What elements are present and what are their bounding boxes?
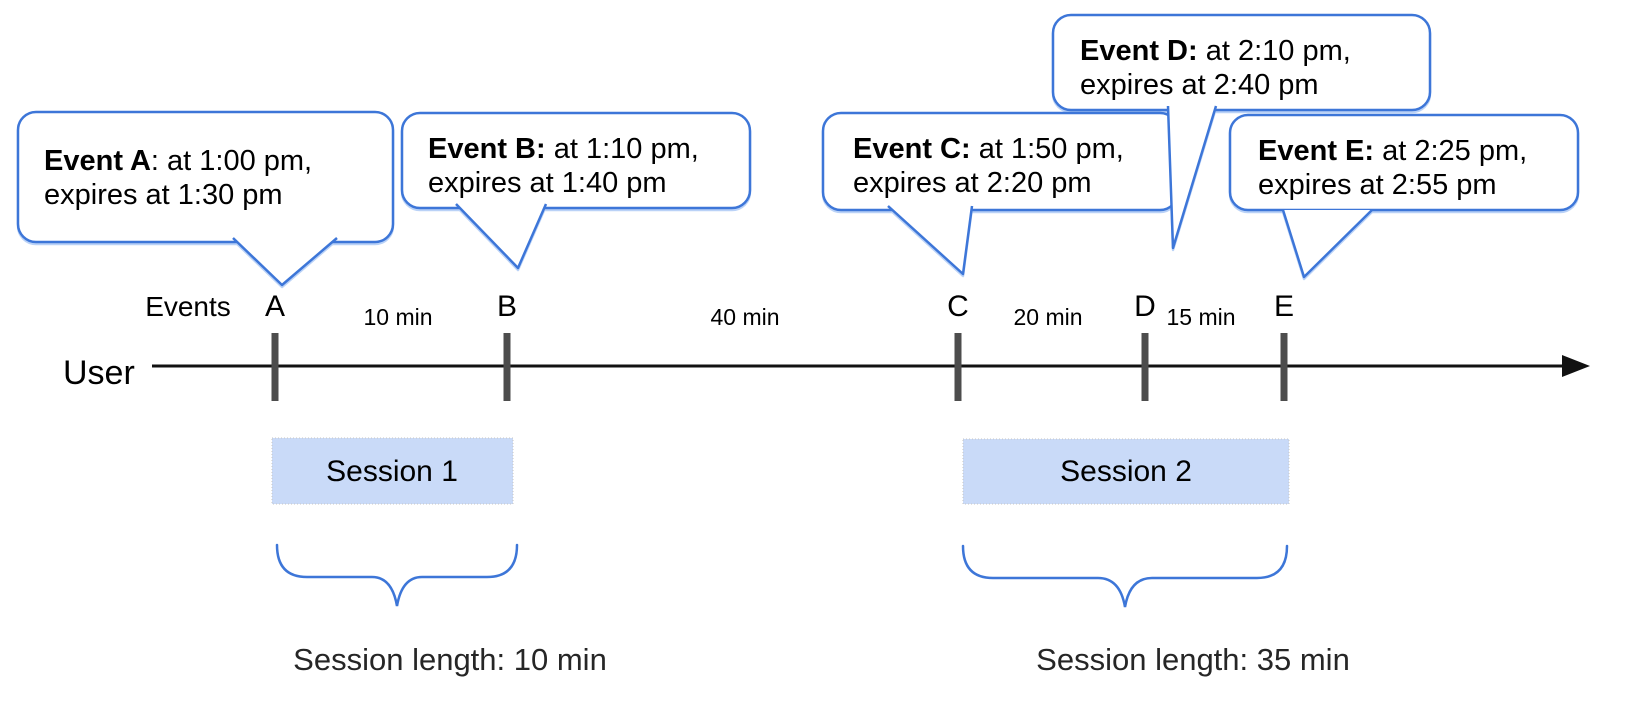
callout-text-b-line2: expires at 1:40 pm: [428, 167, 667, 199]
callout-text-d-rest: at 2:10 pm,: [1198, 35, 1351, 67]
callout-text-e-rest: at 2:25 pm,: [1374, 135, 1527, 167]
callout-text-b-line1: Event B: at 1:10 pm,: [428, 133, 699, 165]
callout-text-c-line2: expires at 2:20 pm: [853, 167, 1092, 199]
event-label-b: B: [497, 290, 517, 323]
callout-text-a-bold: Event A: [44, 145, 151, 177]
timeline-arrowhead-icon: [1562, 355, 1590, 377]
session-2-label: Session 2: [1060, 455, 1192, 488]
callout-text-e-line1: Event E: at 2:25 pm,: [1258, 135, 1527, 167]
callout-text-d-line2: expires at 2:40 pm: [1080, 69, 1319, 101]
callout-text-c-line1: Event C: at 1:50 pm,: [853, 133, 1124, 165]
callout-text-e-line2: expires at 2:55 pm: [1258, 169, 1497, 201]
interval-label-a-b: 10 min: [363, 304, 432, 330]
interval-label-d-e: 15 min: [1166, 304, 1235, 330]
tick-e: [1280, 333, 1288, 401]
event-label-e: E: [1274, 290, 1294, 323]
callout-shapes: [16, 13, 1580, 287]
callout-bubble-e: [1228, 113, 1580, 212]
session-2-rect: [962, 438, 1290, 505]
callout-text-c-rest: at 1:50 pm,: [971, 133, 1124, 165]
callout-text-a-line2: expires at 1:30 pm: [44, 179, 283, 211]
callout-text-d-line1: Event D: at 2:10 pm,: [1080, 35, 1351, 67]
callout-text-d-bold: Event D:: [1080, 35, 1198, 67]
callout-text-b-rest: at 1:10 pm,: [546, 133, 699, 165]
callout-text-a-line1: Event A: at 1:00 pm,: [44, 145, 312, 177]
session-2-brace: [961, 544, 1289, 608]
tick-a: [271, 333, 279, 401]
tick-c: [954, 333, 962, 401]
session-1-brace: [275, 543, 519, 607]
callout-tail-b: [455, 203, 548, 270]
event-label-a: A: [265, 290, 285, 323]
event-label-d: D: [1134, 290, 1156, 323]
callout-bubble-a: [16, 110, 395, 244]
callout-text-b-bold: Event B:: [428, 133, 546, 165]
session-2-length-label: Session length: 35 min: [1036, 642, 1350, 677]
events-label: Events: [145, 291, 231, 322]
tick-d: [1141, 333, 1149, 401]
interval-label-b-c: 40 min: [710, 304, 779, 330]
session-1-rect: [271, 437, 514, 505]
callout-bubble-d: [1051, 13, 1432, 112]
callout-text-a-rest: : at 1:00 pm,: [151, 145, 312, 177]
callout-tail-c: [887, 205, 974, 276]
session-1-length-label: Session length: 10 min: [293, 642, 607, 677]
callout-tail-e: [1281, 209, 1373, 279]
callout-tail-a: [232, 237, 338, 287]
tick-b: [503, 333, 511, 401]
session-1-label: Session 1: [326, 455, 458, 488]
callout-text-e-bold: Event E:: [1258, 135, 1374, 167]
callout-bubble-b: [400, 111, 752, 210]
user-label: User: [63, 354, 135, 392]
event-label-c: C: [947, 290, 969, 323]
interval-label-c-d: 20 min: [1013, 304, 1082, 330]
callout-text-c-bold: Event C:: [853, 133, 971, 165]
callout-tail-d: [1166, 105, 1218, 250]
